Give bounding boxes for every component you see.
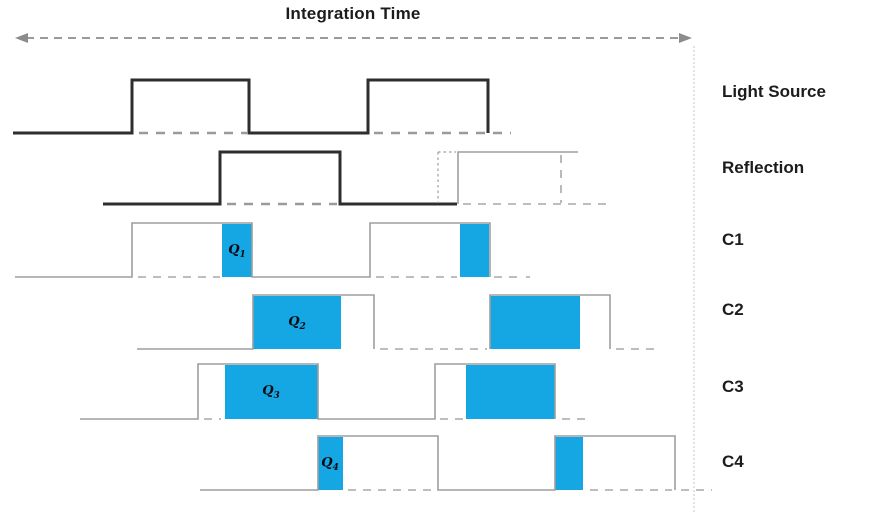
charge-label-q4: Q4 <box>321 455 339 474</box>
q1-subscript: 1 <box>239 250 246 261</box>
q2-symbol: Q <box>288 314 300 330</box>
charge-region-q1-cycle2 <box>460 224 489 277</box>
arrow-left-head-icon <box>15 33 28 43</box>
row-label-c1: C1 <box>722 230 744 249</box>
charge-region-q4-cycle2 <box>555 437 583 490</box>
q3-symbol: Q <box>262 383 274 399</box>
arrow-right-head-icon <box>679 33 692 43</box>
c1-waveform <box>15 222 530 278</box>
q2-subscript: 2 <box>299 322 306 333</box>
charge-regions <box>222 224 583 490</box>
charge-label-q2: Q2 <box>288 314 306 333</box>
q4-subscript: 4 <box>332 463 339 474</box>
row-label-reflection: Reflection <box>722 158 805 177</box>
integration-time-title: Integration Time <box>285 4 421 23</box>
reflection-waveform <box>103 150 612 206</box>
charge-region-q3-cycle2 <box>466 365 555 419</box>
integration-time-arrow <box>15 33 692 43</box>
charge-region-q2-cycle1 <box>253 296 341 349</box>
charge-region-q4-cycle1 <box>318 437 343 490</box>
row-label-c2: C2 <box>722 300 744 319</box>
c3-waveform <box>80 363 587 420</box>
charge-region-q3-cycle1 <box>225 365 318 419</box>
charge-region-q1-cycle1 <box>222 224 252 277</box>
c4-waveform <box>200 435 712 491</box>
q4-symbol: Q <box>321 455 333 471</box>
light-source-waveform <box>13 78 511 135</box>
charge-label-q3: Q3 <box>262 383 280 402</box>
charge-region-q2-cycle2 <box>490 296 580 349</box>
row-label-c4: C4 <box>722 452 744 471</box>
row-label-c3: C3 <box>722 377 744 396</box>
c2-waveform <box>137 294 656 350</box>
charge-label-q1: Q1 <box>228 242 246 261</box>
q3-subscript: 3 <box>273 391 280 402</box>
q1-symbol: Q <box>228 242 240 258</box>
row-label-light-source: Light Source <box>722 82 826 101</box>
